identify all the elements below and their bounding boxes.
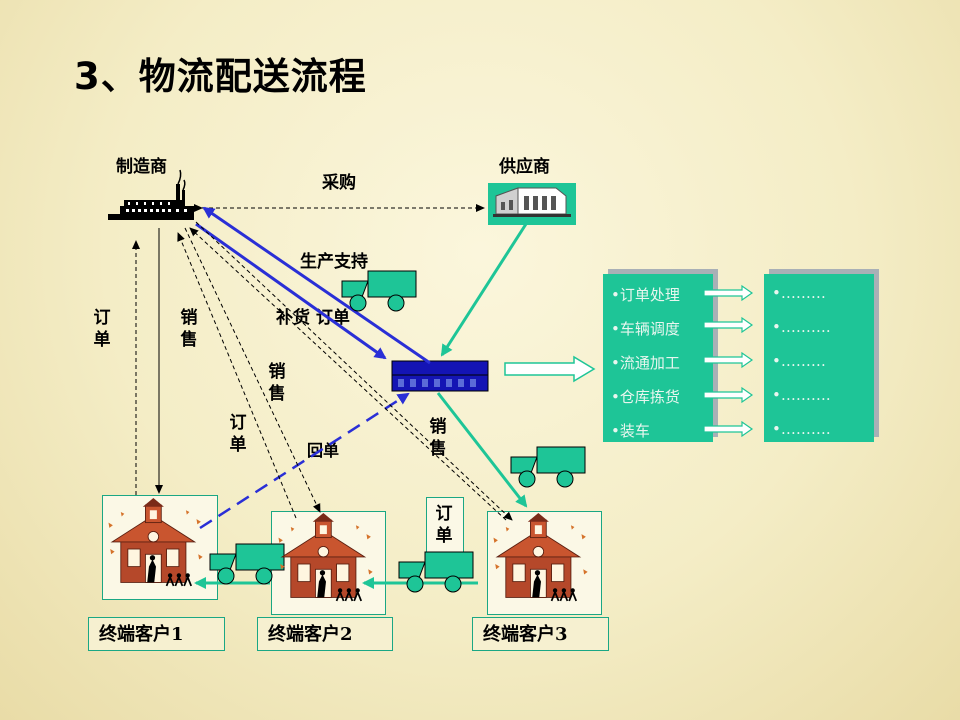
distribution-center-icon xyxy=(391,360,489,392)
sales-right-arrow xyxy=(195,221,513,521)
process-step: •车辆调度 xyxy=(611,320,680,338)
detail-step: •……… xyxy=(772,284,826,302)
detail-step: •……… xyxy=(772,352,826,370)
sales-left-label: 销售 xyxy=(180,308,198,350)
panel-link-arrows xyxy=(703,284,754,438)
center-to-customer-3-arrow xyxy=(436,392,528,508)
sales-mid-arrow xyxy=(184,227,321,513)
truck-icon xyxy=(398,551,474,593)
factory-icon xyxy=(108,169,194,220)
center-to-process-arrow xyxy=(504,355,596,383)
process-step: •装车 xyxy=(611,422,650,440)
production-support-label: 生产支持 xyxy=(300,252,368,272)
order-left-label: 订单 xyxy=(93,308,111,350)
truck-icon xyxy=(341,270,417,312)
customer-1-building-icon xyxy=(107,497,204,587)
manufacturer-label: 制造商 xyxy=(116,157,167,177)
supplier-label: 供应商 xyxy=(499,157,550,177)
detail-panel: •……… •………. •……… •………. •………. xyxy=(764,274,874,442)
process-step: •仓库拣货 xyxy=(611,388,680,406)
supplier-to-center-arrow xyxy=(440,223,528,357)
order-box-label: 订单 xyxy=(435,504,453,546)
customer-2-label: 终端客户2 xyxy=(257,617,393,651)
customer-3-building-icon xyxy=(492,512,589,602)
customer-2-building-icon xyxy=(277,512,374,602)
truck-icon xyxy=(209,543,285,585)
customer-1-label: 终端客户1 xyxy=(88,617,225,651)
detail-step: •………. xyxy=(772,420,831,438)
order-right-arrow xyxy=(189,227,507,521)
return-order-arrow xyxy=(199,392,410,530)
supplier-warehouse-icon xyxy=(488,183,576,225)
production-support-arrow xyxy=(202,206,431,365)
sales-mid-label: 销售 xyxy=(268,362,286,404)
detail-step: •………. xyxy=(772,386,831,404)
process-step: •订单处理 xyxy=(611,286,680,304)
purchase-label: 采购 xyxy=(322,173,356,193)
page-title: 3、物流配送流程 xyxy=(74,55,367,98)
process-step: •流通加工 xyxy=(611,354,680,372)
detail-step: •………. xyxy=(772,318,831,336)
process-panel: •订单处理 •车辆调度 •流通加工 •仓库拣货 •装车 xyxy=(603,274,713,442)
replenish-order-label: 补货 订单 xyxy=(276,308,350,328)
order-mid-label: 订单 xyxy=(229,413,247,455)
customer-3-label: 终端客户3 xyxy=(472,617,609,651)
truck-icon xyxy=(510,446,586,488)
order-mid-arrow xyxy=(177,232,297,519)
replenish-order-arrow xyxy=(195,222,387,360)
